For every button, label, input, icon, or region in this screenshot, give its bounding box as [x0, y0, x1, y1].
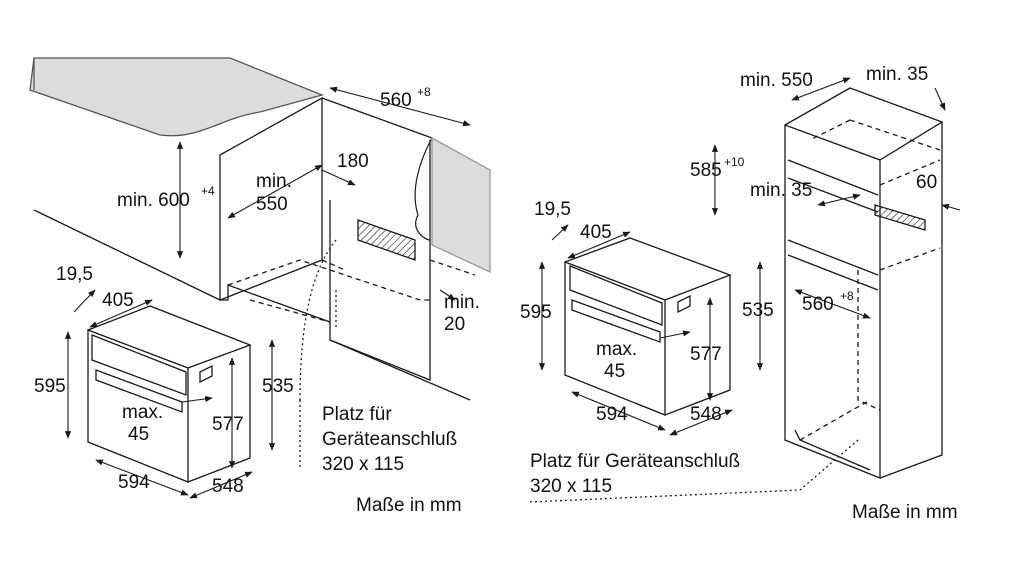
right-note-line1: Platz für Geräteanschluß [530, 451, 740, 472]
left-note-line3: 320 x 115 [322, 454, 404, 475]
side-wall [431, 136, 491, 274]
left-dim-550-b: 550 [256, 194, 288, 215]
left-dim-min20-b: 20 [444, 314, 465, 335]
left-dim-405: 405 [102, 290, 134, 311]
left-dim-max45-a: max. [122, 402, 163, 423]
right-dim-19-5: 19,5 [534, 199, 571, 220]
right-dim-595: 595 [520, 302, 552, 323]
right-connection-area [874, 204, 926, 231]
left-dim-600-sup: +4 [201, 184, 215, 198]
worktop [29, 57, 325, 137]
right-dim-548: 548 [690, 404, 722, 425]
left-units: Maße in mm [356, 495, 462, 516]
right-dim-585-sup: +10 [724, 155, 745, 169]
right-dim-594: 594 [596, 404, 628, 425]
right-labels: min. 550 min. 35 585 +10 min. 35 60 19,5… [520, 64, 958, 523]
right-note-line2: 320 x 115 [530, 476, 612, 497]
left-dim-max45-b: 45 [128, 424, 149, 445]
right-dim-min550: min. 550 [740, 70, 813, 91]
left-dim-560: 560 [380, 90, 412, 111]
right-tall-cabinet-drawing [529, 87, 944, 503]
niche-right-panel [329, 200, 431, 381]
left-note-line2: Geräteanschluß [322, 429, 457, 450]
right-dimension-lines [538, 77, 961, 436]
right-dim-max45-a: max. [596, 339, 637, 360]
right-dim-560: 560 [802, 294, 834, 315]
left-dimension-lines [64, 86, 471, 499]
left-dim-19-5: 19,5 [56, 264, 93, 285]
left-dim-560-sup: +8 [417, 85, 431, 99]
right-dim-405: 405 [580, 222, 612, 243]
left-dim-595: 595 [34, 376, 66, 397]
left-dim-577: 577 [212, 414, 244, 435]
left-dim-550-a: min. [256, 171, 292, 192]
left-dim-600: min. 600 [117, 190, 190, 211]
right-dim-560-sup: +8 [840, 289, 854, 303]
right-dim-max45-b: 45 [604, 361, 625, 382]
connection-area [357, 219, 416, 261]
right-dim-535: 535 [742, 300, 774, 321]
left-dim-535: 535 [262, 376, 294, 397]
right-dim-min35-top: min. 35 [866, 64, 928, 85]
left-dim-594: 594 [118, 472, 150, 493]
right-units: Maße in mm [852, 502, 958, 523]
left-labels: 560 +8 min. 600 +4 min. 550 180 19,5 405… [34, 85, 480, 516]
left-dim-min20-a: min. [444, 292, 480, 313]
left-dim-180: 180 [337, 151, 369, 172]
left-note-line1: Platz für [322, 404, 392, 425]
right-dim-60: 60 [916, 172, 937, 193]
right-dim-577: 577 [690, 344, 722, 365]
left-under-counter-drawing [29, 57, 491, 483]
right-dim-min35-mid: min. 35 [750, 180, 812, 201]
left-dim-548: 548 [212, 476, 244, 497]
right-dim-585: 585 [690, 160, 722, 181]
